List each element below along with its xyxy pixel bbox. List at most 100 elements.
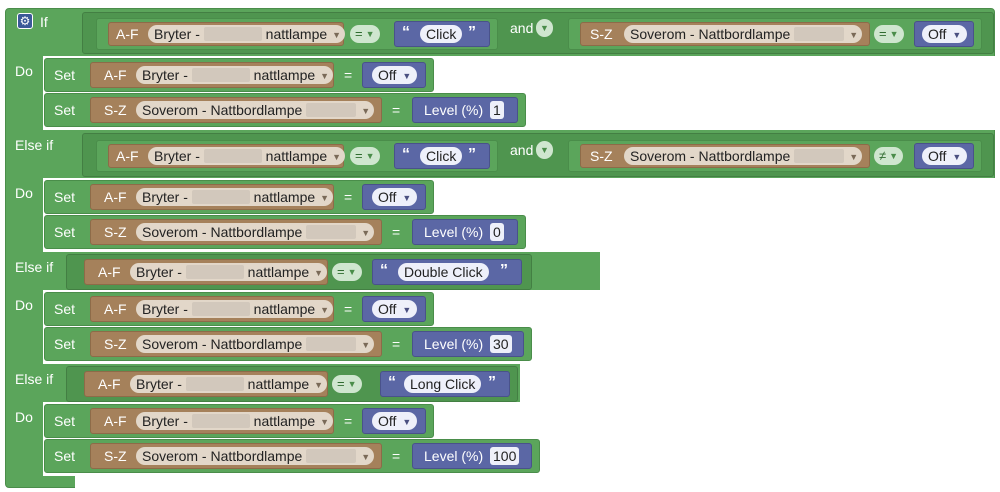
device-dropdown[interactable]: Bryter - nattlampe▼ <box>130 375 328 393</box>
text-value[interactable]: Double Click <box>398 263 489 281</box>
device-dropdown[interactable]: Soverom - Nattbordlampe ▼ <box>136 447 375 465</box>
value-dropdown[interactable]: Off▼ <box>372 66 418 84</box>
and-label: and <box>510 20 534 36</box>
chevron-down-icon: ▼ <box>402 305 412 315</box>
device-name: Soverom - Nattbordlampe <box>142 102 303 118</box>
and-label: and <box>510 142 534 158</box>
device-dropdown[interactable]: Bryter - nattlampe▼ <box>148 147 346 165</box>
and-dropdown[interactable]: ▼ <box>536 19 553 37</box>
device-dropdown[interactable]: Soverom - Nattbordlampe ▼ <box>624 25 863 43</box>
chevron-down-icon: ▼ <box>365 151 375 161</box>
quote-open-icon: “ <box>402 146 410 163</box>
chevron-down-icon: ▼ <box>320 305 330 315</box>
chevron-down-icon: ▼ <box>347 379 357 389</box>
level-input[interactable]: 30 <box>490 335 512 353</box>
operator-dropdown[interactable]: =▼ <box>350 147 380 165</box>
device-dropdown[interactable]: Bryter - nattlampe▼ <box>136 188 334 206</box>
chevron-down-icon: ▼ <box>332 152 342 162</box>
quote-close-icon: ” <box>468 146 476 163</box>
quote-close-icon: ” <box>500 262 508 279</box>
device-dropdown[interactable]: Bryter - nattlampe ▼ <box>136 300 334 318</box>
redacted-area <box>191 414 250 428</box>
else-if-gap-1 <box>600 244 998 290</box>
quote-open-icon: “ <box>402 24 410 41</box>
set-label: Set <box>54 189 76 205</box>
and-dropdown[interactable]: ▼ <box>536 141 553 159</box>
level-label: Level (%) <box>424 224 484 240</box>
operator-dropdown[interactable]: =▼ <box>332 263 362 281</box>
device-prefix: S-Z <box>104 102 127 118</box>
text-value[interactable]: Long Click <box>404 375 482 393</box>
device-prefix: A-F <box>98 264 121 280</box>
device-suffix: nattlampe <box>253 413 316 429</box>
text-value[interactable]: Click <box>420 25 463 43</box>
level-input[interactable]: 100 <box>490 447 520 465</box>
chevron-down-icon: ▼ <box>365 29 375 39</box>
redacted-area <box>203 149 262 163</box>
equals-label: = <box>344 301 353 317</box>
device-suffix: nattlampe <box>253 301 316 317</box>
device-suffix: nattlampe <box>253 189 316 205</box>
value-label: Off <box>928 26 947 42</box>
operator-label: = <box>337 264 345 279</box>
bottom-notch <box>75 476 1000 492</box>
operator-dropdown[interactable]: ≠▼ <box>874 147 904 165</box>
operator-dropdown[interactable]: =▼ <box>350 25 380 43</box>
device-name: Bryter - <box>142 301 188 317</box>
device-name: Bryter - <box>136 376 182 392</box>
do-label: Do <box>15 185 33 201</box>
operator-dropdown[interactable]: =▼ <box>874 25 904 43</box>
device-name: Soverom - Nattbordlampe <box>142 224 303 240</box>
set-label: Set <box>54 102 76 118</box>
device-name: Soverom - Nattbordlampe <box>142 448 303 464</box>
device-name: Bryter - <box>136 264 182 280</box>
device-prefix: S-Z <box>590 148 613 164</box>
device-prefix: A-F <box>116 26 139 42</box>
quote-close-icon: ” <box>468 24 476 41</box>
device-prefix: A-F <box>116 148 139 164</box>
equals-label: = <box>392 448 401 464</box>
quote-open-icon: “ <box>380 262 388 279</box>
level-input[interactable]: 1 <box>490 101 504 119</box>
do-label: Do <box>15 63 33 79</box>
device-suffix: nattlampe <box>265 26 328 42</box>
redacted-area <box>185 377 244 391</box>
device-dropdown[interactable]: Bryter - nattlampe▼ <box>130 263 328 281</box>
device-dropdown[interactable]: Bryter - nattlampe▼ <box>136 412 334 430</box>
value-dropdown[interactable]: Off ▼ <box>372 300 418 318</box>
device-dropdown[interactable]: Soverom - Nattbordlampe ▼ <box>136 101 375 119</box>
value-label: Off <box>378 301 397 317</box>
device-dropdown[interactable]: Soverom - Nattbordlampe ▼ <box>136 335 375 353</box>
device-dropdown[interactable]: Soverom - Nattbordlampe ▼ <box>624 147 863 165</box>
set-label: Set <box>54 336 76 352</box>
value-dropdown[interactable]: Off▼ <box>922 25 968 43</box>
operator-label: = <box>355 148 363 163</box>
do-label: Do <box>15 297 33 313</box>
redacted-area <box>191 302 250 316</box>
chevron-down-icon: ▼ <box>361 340 371 350</box>
redacted-area <box>203 27 262 41</box>
device-dropdown[interactable]: Bryter - nattlampe▼ <box>148 25 346 43</box>
value-dropdown[interactable]: Off▼ <box>922 147 968 165</box>
device-dropdown[interactable]: Soverom - Nattbordlampe ▼ <box>136 223 375 241</box>
device-prefix: A-F <box>104 67 127 83</box>
text-value[interactable]: Click <box>420 147 463 165</box>
set-label: Set <box>54 67 76 83</box>
value-dropdown[interactable]: Off▼ <box>372 188 418 206</box>
chevron-down-icon: ▼ <box>361 228 371 238</box>
device-prefix: A-F <box>98 376 121 392</box>
equals-label: = <box>392 336 401 352</box>
device-name: Bryter - <box>142 67 188 83</box>
device-suffix: nattlampe <box>265 148 328 164</box>
else-if-gap-2 <box>520 356 998 402</box>
equals-label: = <box>344 189 353 205</box>
redacted-area <box>191 190 250 204</box>
device-dropdown[interactable]: Bryter - nattlampe▼ <box>136 66 334 84</box>
value-dropdown[interactable]: Off▼ <box>372 412 418 430</box>
gear-icon[interactable]: ⚙ <box>17 13 33 29</box>
redacted-area <box>306 103 357 117</box>
level-input[interactable]: 0 <box>490 223 504 241</box>
set-label: Set <box>54 448 76 464</box>
operator-dropdown[interactable]: =▼ <box>332 375 362 393</box>
operator-label: = <box>337 376 345 391</box>
